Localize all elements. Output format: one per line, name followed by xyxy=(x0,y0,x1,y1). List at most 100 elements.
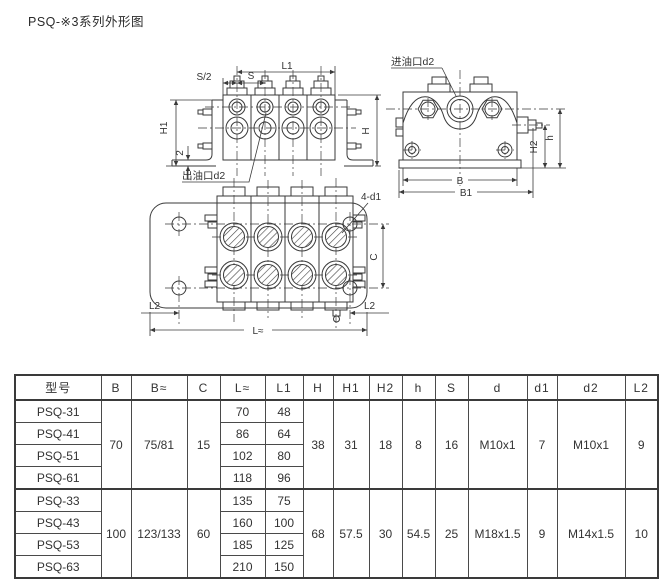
dim-label-c: C xyxy=(369,253,380,260)
table-row: PSQ-61 118 96 xyxy=(14,466,658,490)
dim-label-h: H xyxy=(361,127,372,134)
outline-drawing: L1 S/2 S H H1 2 出油口d2 xyxy=(141,55,566,337)
table-row: PSQ-63 210 150 xyxy=(14,555,658,579)
mounting-plate-top xyxy=(149,202,368,309)
l-approx-cell: 70 xyxy=(219,399,266,423)
h1-cell: 31 xyxy=(332,399,370,490)
dimension-table-wrap: 型号 B B≈ C L≈ L1 H H1 H2 h S d d1 d2 L2 P… xyxy=(14,374,659,579)
l1-cell: 80 xyxy=(264,444,304,467)
base-plate-side xyxy=(398,159,522,169)
l1-cell: 64 xyxy=(264,422,304,445)
col-header-h2: H2 xyxy=(368,374,403,401)
mounting-bracket xyxy=(171,99,374,167)
l1-cell: 125 xyxy=(264,533,304,556)
l1-cell: 96 xyxy=(264,466,304,490)
side-view: 进油口d2 B B1 h H2 xyxy=(386,55,566,199)
col-header-h-small: h xyxy=(401,374,436,401)
side-port xyxy=(516,116,543,134)
top-caps-side xyxy=(427,76,493,93)
l-approx-cell: 160 xyxy=(219,511,266,534)
h-small-cell: 54.5 xyxy=(401,488,436,579)
c-cell: 60 xyxy=(186,488,221,579)
l-approx-cell: 118 xyxy=(219,466,266,490)
inlet-port-circle xyxy=(446,95,474,123)
d2-cell: M14x1.5 xyxy=(556,488,626,579)
table-row: PSQ-43 160 100 xyxy=(14,511,658,534)
dim-label-l-approx: L≈ xyxy=(252,326,264,337)
col-header-l1: L1 xyxy=(264,374,304,401)
model-cell: PSQ-31 xyxy=(14,399,102,423)
table-row: PSQ-33 100 123/133 60 135 75 68 57.5 30 … xyxy=(14,488,659,579)
ports-front xyxy=(225,98,333,140)
table-row: PSQ-51 102 80 xyxy=(14,444,658,467)
outlet-port-label: 出油口d2 xyxy=(182,169,225,182)
h-small-cell: 8 xyxy=(401,399,436,490)
col-header-b: B xyxy=(100,374,132,401)
col-header-b-approx: B≈ xyxy=(130,374,188,401)
dim-label-l1: L1 xyxy=(281,61,293,72)
hatched-bores xyxy=(219,222,351,290)
h2-cell: 30 xyxy=(368,488,403,579)
hole-callout-label: 4-d1 xyxy=(361,192,381,203)
model-cell: PSQ-61 xyxy=(14,466,102,490)
hex-bolt-left xyxy=(417,99,439,119)
front-view: L1 S/2 S H H1 2 出油口d2 xyxy=(159,61,381,183)
l-approx-cell: 210 xyxy=(219,555,266,579)
dim-label-l2-right: L2 xyxy=(364,301,376,312)
top-view: 4-d1 C L2 L2 L≈ xyxy=(141,178,389,337)
b-cell: 70 xyxy=(100,399,132,490)
b-approx-cell: 75/81 xyxy=(130,399,188,490)
d1-cell: 7 xyxy=(526,399,558,490)
l-approx-cell: 185 xyxy=(219,533,266,556)
dim-label-s-half: S/2 xyxy=(196,72,211,83)
d-cell: M10x1 xyxy=(467,399,528,490)
corner-holes xyxy=(171,216,358,296)
dim-label-h2: H2 xyxy=(529,140,540,153)
col-header-c: C xyxy=(186,374,221,401)
side-dimensions xyxy=(391,67,566,198)
col-header-d1: d1 xyxy=(526,374,558,401)
s-cell: 25 xyxy=(434,488,469,579)
col-header-l2: L2 xyxy=(624,374,659,401)
col-header-model: 型号 xyxy=(14,374,102,401)
d1-cell: 9 xyxy=(526,488,558,579)
d2-cell: M10x1 xyxy=(556,399,626,490)
dim-label-h-small: h xyxy=(545,135,556,141)
l-approx-cell: 86 xyxy=(219,422,266,445)
h-cell: 68 xyxy=(302,488,334,579)
dim-label-thickness: 2 xyxy=(175,150,186,156)
model-cell: PSQ-41 xyxy=(14,422,102,445)
l1-cell: 100 xyxy=(264,511,304,534)
l-approx-cell: 135 xyxy=(219,488,266,512)
table-row: PSQ-53 185 125 xyxy=(14,533,658,556)
hex-bolt-right xyxy=(481,99,503,119)
col-header-h: H xyxy=(302,374,334,401)
h1-cell: 57.5 xyxy=(332,488,370,579)
wave-profile xyxy=(402,96,518,130)
col-header-d2: d2 xyxy=(556,374,626,401)
table-row: PSQ-31 70 75/81 15 70 48 38 31 18 8 16 M… xyxy=(14,399,659,490)
s-cell: 16 xyxy=(434,399,469,490)
col-header-d: d xyxy=(467,374,528,401)
l1-cell: 150 xyxy=(264,555,304,579)
page-title: PSQ-※3系列外形图 xyxy=(28,15,144,29)
table-header-row: 型号 B B≈ C L≈ L1 H H1 H2 h S d d1 d2 L2 xyxy=(14,374,659,401)
l2-cell: 10 xyxy=(624,488,659,579)
dim-label-s: S xyxy=(248,71,255,82)
l1-cell: 48 xyxy=(264,399,304,423)
l2-cell: 9 xyxy=(624,399,659,490)
h-cell: 38 xyxy=(302,399,334,490)
model-cell: PSQ-53 xyxy=(14,533,102,556)
dim-label-b: B xyxy=(457,176,464,187)
l-approx-cell: 102 xyxy=(219,444,266,467)
col-header-s: S xyxy=(434,374,469,401)
col-header-h1: H1 xyxy=(332,374,370,401)
inlet-port-label: 进油口d2 xyxy=(391,55,434,68)
top-caps-front xyxy=(226,75,332,96)
front-dimensions xyxy=(166,66,381,183)
b-cell: 100 xyxy=(100,488,132,579)
dim-label-b1: B1 xyxy=(460,188,473,199)
b-approx-cell: 123/133 xyxy=(130,488,188,579)
model-cell: PSQ-51 xyxy=(14,444,102,467)
section-tabs xyxy=(222,186,348,323)
